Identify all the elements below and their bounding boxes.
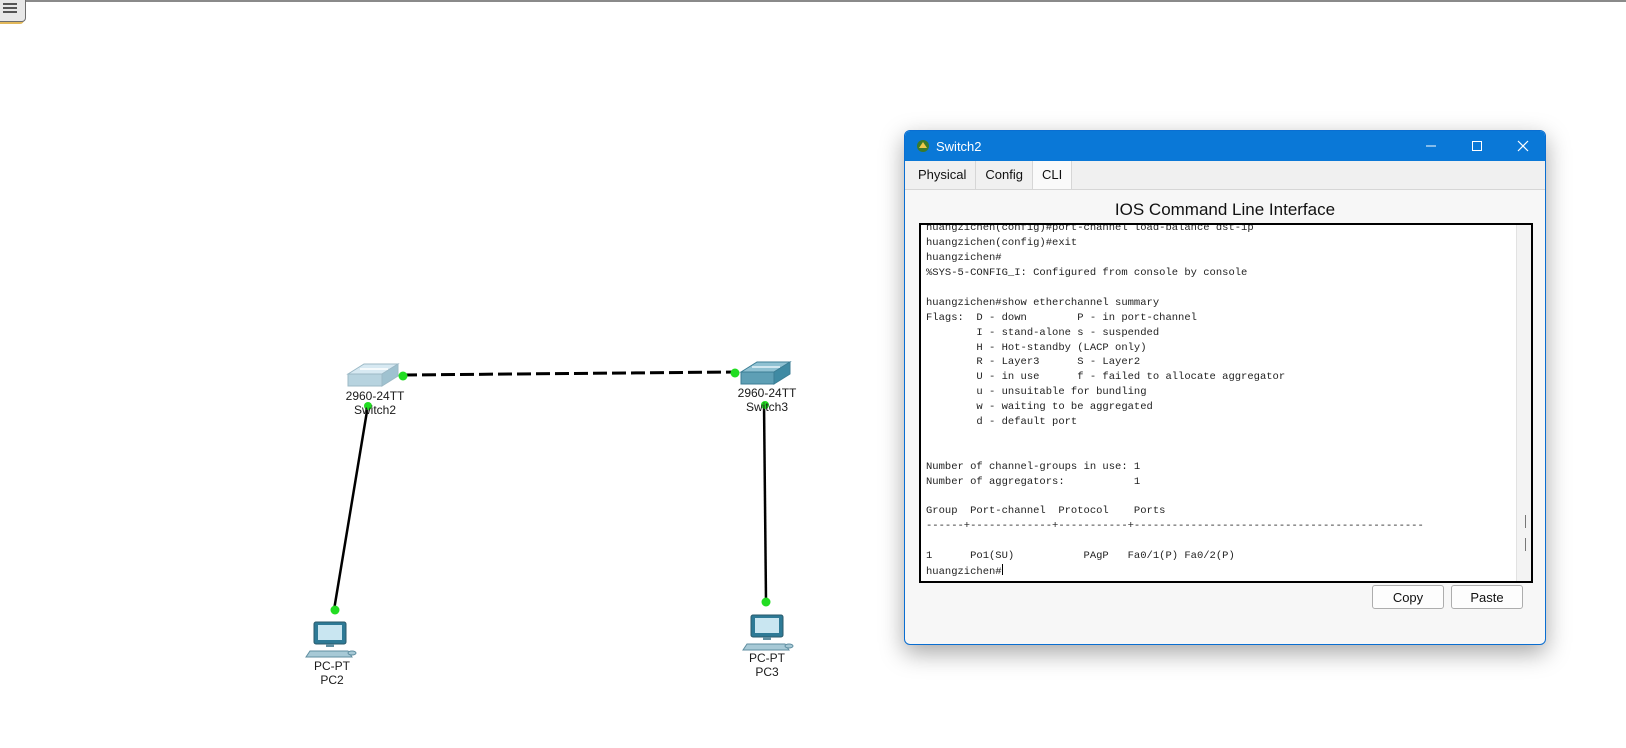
link-light	[761, 597, 771, 607]
paste-button[interactable]: Paste	[1451, 585, 1523, 609]
close-icon	[1517, 140, 1528, 152]
link-light	[330, 605, 340, 615]
device-name: Switch2	[353, 403, 397, 417]
link-light	[364, 402, 372, 410]
device-name: Switch3	[745, 400, 789, 414]
link-switch2-switch3[interactable]	[402, 370, 736, 377]
scroll-thumb[interactable]	[1525, 538, 1526, 551]
cli-terminal[interactable]: huangzichen(config)#port-channel load-ba…	[919, 223, 1533, 583]
terminal-scrollbar[interactable]	[1516, 225, 1531, 581]
device-model: 2960-24TT	[345, 389, 405, 403]
copy-button[interactable]: Copy	[1372, 585, 1444, 609]
text-caret	[1001, 564, 1003, 576]
link-light	[398, 371, 408, 381]
link-switch2-pc2[interactable]	[332, 404, 370, 611]
switch3-label: 2960-24TT Switch3	[738, 386, 797, 414]
switch3-icon[interactable]	[739, 361, 792, 385]
tab-cli[interactable]: CLI	[1033, 161, 1073, 189]
device-model: 2960-24TT	[737, 386, 797, 400]
terminal-prompt: huangzichen#	[926, 566, 1002, 579]
toolbar-icon[interactable]	[0, 0, 26, 22]
scroll-thumb[interactable]	[1525, 515, 1526, 528]
cli-heading: IOS Command Line Interface	[1114, 200, 1336, 219]
minimize-icon	[1425, 145, 1436, 147]
minimize-button[interactable]	[1408, 131, 1453, 161]
device-model: PC-PT	[314, 659, 350, 673]
top-border	[0, 0, 1626, 2]
tab-config[interactable]: Config	[976, 161, 1033, 189]
link-switch3-pc3[interactable]	[762, 402, 768, 602]
switch2-window[interactable]: Switch2 Physical Config CLI IOS Command …	[904, 130, 1546, 645]
tab-bar: Physical Config CLI	[905, 161, 1545, 190]
close-button[interactable]	[1500, 131, 1545, 161]
pc2-icon[interactable]	[305, 621, 357, 658]
switch2-icon[interactable]	[346, 363, 400, 387]
device-name: PC3	[755, 665, 779, 679]
window-title: Switch2	[936, 138, 982, 154]
link-light	[730, 368, 740, 378]
pc2-label: PC-PT PC2	[314, 659, 350, 687]
window-titlebar[interactable]: Switch2	[905, 131, 1545, 161]
maximize-icon	[1471, 141, 1482, 151]
terminal-output: huangzichen(config)#port-channel load-ba…	[921, 223, 1424, 580]
link-light	[761, 401, 769, 409]
topology-canvas[interactable]	[0, 0, 900, 748]
pc3-label: PC-PT PC3	[749, 651, 785, 679]
pc3-icon[interactable]	[742, 614, 794, 651]
maximize-button[interactable]	[1454, 131, 1499, 161]
device-name: PC2	[320, 673, 344, 687]
app-icon	[917, 140, 929, 152]
device-model: PC-PT	[749, 651, 785, 665]
terminal-lines: huangzichen(config)#port-channel load-ba…	[926, 223, 1424, 563]
tab-physical[interactable]: Physical	[909, 161, 977, 189]
switch2-label: 2960-24TT Switch2	[346, 389, 405, 417]
